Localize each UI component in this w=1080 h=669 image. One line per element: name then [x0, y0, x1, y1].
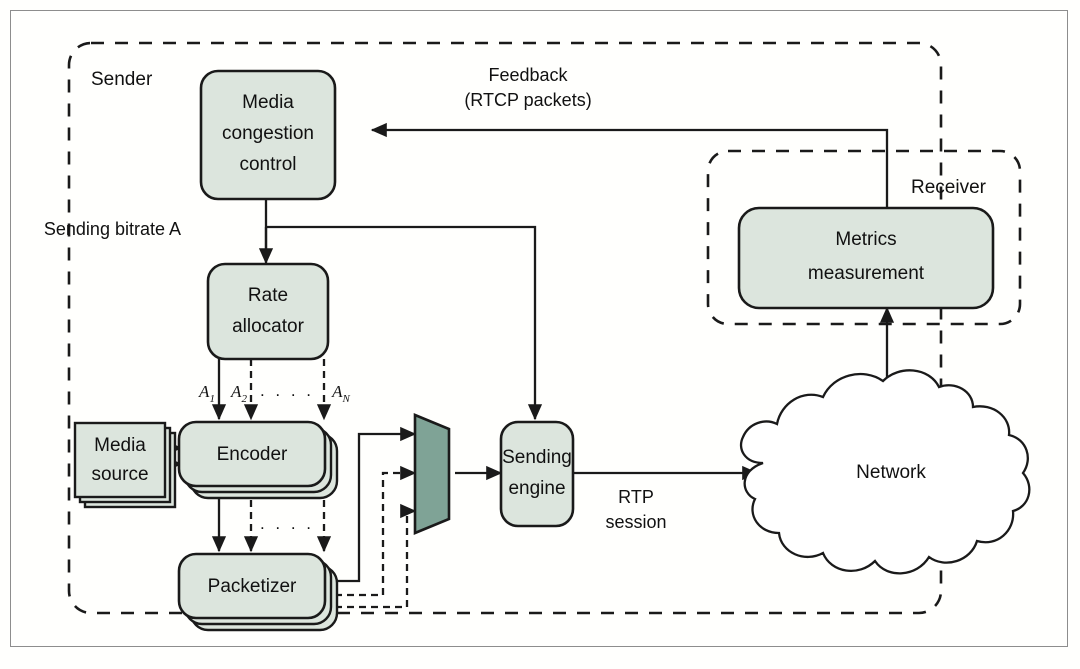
rate-label-a1: A1: [198, 382, 215, 405]
rate-label-an: AN: [331, 382, 350, 405]
rate-allocator-label-2: allocator: [232, 316, 304, 337]
packetizer-box[interactable]: [177, 552, 327, 620]
node-encoder[interactable]: Encoder: [177, 420, 339, 500]
node-multiplexer[interactable]: [413, 413, 451, 535]
metrics-measurement-label-2: measurement: [808, 263, 925, 284]
node-metrics-measurement[interactable]: Metrics measurement: [737, 206, 995, 310]
node-sending-engine[interactable]: Sending engine: [499, 420, 575, 528]
media-source-box[interactable]: [73, 421, 167, 499]
node-media-source[interactable]: Media source: [73, 421, 177, 509]
edge-rtp-session: RTP session: [571, 465, 759, 532]
node-packetizer[interactable]: Packetizer: [177, 552, 339, 632]
bitrate-branch-to-sending-engine: [266, 225, 543, 421]
rtp-label-line1: RTP: [618, 487, 654, 507]
sending-engine-label-2: engine: [508, 478, 565, 499]
rate-label-a2: A2: [230, 382, 247, 405]
sender-boundary: [67, 41, 943, 615]
sending-engine-box[interactable]: [499, 420, 575, 528]
packetizer-mux-dashed-1: [311, 465, 417, 597]
network-label: Network: [856, 462, 926, 483]
encoder-packetizer-ellipsis: . . . .: [260, 514, 314, 533]
zone-sender: Sender: [67, 41, 943, 615]
node-rate-allocator[interactable]: Rate allocator: [206, 262, 330, 361]
packetizer-mux-dashed-2: [311, 503, 417, 609]
network-cloud-shape[interactable]: [739, 369, 1031, 575]
multiplexer-shape[interactable]: [413, 413, 451, 535]
sending-bitrate-label: Sending bitrate A: [44, 219, 181, 239]
feedback-arrow-path: [370, 122, 889, 211]
edge-sending-bitrate: Sending bitrate A: [44, 197, 543, 421]
receiver-zone-label: Receiver: [911, 177, 987, 198]
sending-engine-label-1: Sending: [502, 447, 572, 468]
node-media-congestion-control[interactable]: Media congestion control: [199, 69, 337, 201]
feedback-label-line1: Feedback: [488, 65, 568, 85]
diagram-frame: Sender Receiver Feedback (RTCP packets) …: [10, 10, 1068, 647]
sender-zone-label: Sender: [91, 69, 153, 90]
metrics-measurement-box[interactable]: [737, 206, 995, 310]
rate-allocator-box[interactable]: [206, 262, 330, 361]
architecture-diagram: Sender Receiver Feedback (RTCP packets) …: [44, 41, 1031, 632]
media-source-label-1: Media: [94, 435, 146, 456]
receiver-boundary: [706, 149, 1022, 326]
rtp-label-line2: session: [605, 512, 666, 532]
encoder-label: Encoder: [217, 444, 288, 465]
edge-encoder-to-packetizer: . . . .: [211, 488, 332, 553]
media-congestion-control-box[interactable]: [199, 69, 337, 201]
rate-allocator-label-1: Rate: [248, 285, 288, 306]
feedback-label-line2: (RTCP packets): [464, 90, 591, 110]
rate-ellipsis: . . . .: [260, 381, 314, 400]
figure-caption: [12, 652, 1062, 669]
node-network[interactable]: Network: [739, 369, 1031, 575]
edge-rate-to-encoders: A1 A2 . . . . AN: [198, 359, 351, 421]
media-congestion-control-label-3: control: [239, 154, 296, 175]
zone-receiver: Receiver: [706, 149, 1022, 326]
media-congestion-control-label-1: Media: [242, 92, 294, 113]
metrics-measurement-label-1: Metrics: [835, 229, 896, 250]
media-congestion-control-label-2: congestion: [222, 123, 314, 144]
encoder-box[interactable]: [177, 420, 327, 488]
edge-feedback: Feedback (RTCP packets): [370, 65, 889, 211]
media-source-label-2: source: [91, 464, 148, 485]
packetizer-label: Packetizer: [208, 576, 297, 597]
